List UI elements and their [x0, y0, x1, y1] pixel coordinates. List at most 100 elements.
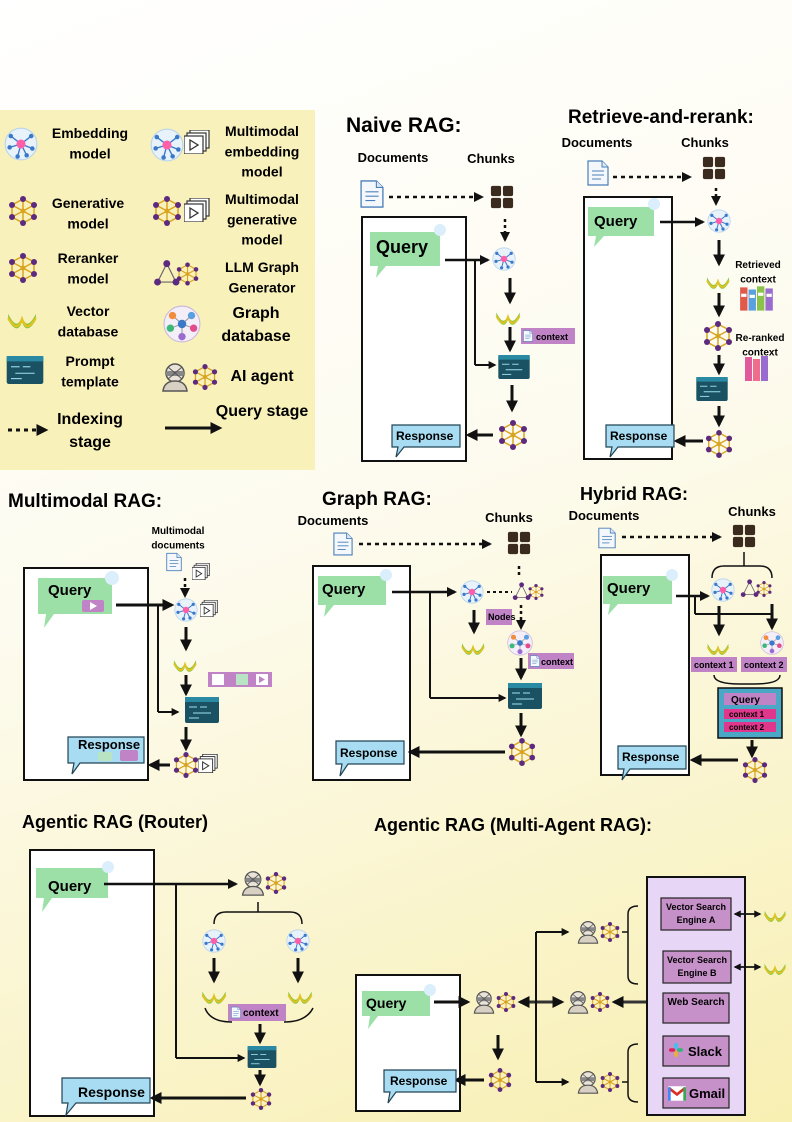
- legend-background: [0, 110, 315, 470]
- embedding-model-icon: [492, 247, 516, 271]
- hybrid-context2-label: context 2: [729, 723, 765, 732]
- label-line: model: [67, 270, 108, 286]
- label-line: context: [740, 275, 776, 286]
- hybrid-context1-label: context 1: [729, 710, 765, 719]
- agentic-multi-agent-section: Agentic RAG (Multi-Agent RAG): Query Res…: [355, 815, 787, 1116]
- documents-label: Documents: [562, 135, 633, 150]
- query-bubble: Query: [38, 571, 119, 628]
- document-icon: [166, 552, 182, 572]
- ai-agent-icon: [577, 920, 599, 944]
- hybrid-rag-section: Hybrid RAG: Documents Chunks Query conte…: [569, 484, 787, 783]
- context2-label: context 2: [744, 660, 784, 670]
- graph-rag-section: Graph RAG: Documents Chunks Query Nodes …: [298, 489, 574, 781]
- retrieved-docs-icon: [740, 286, 773, 311]
- label-line: Engine B: [677, 968, 717, 978]
- prompt-template-icon: [6, 356, 44, 384]
- context-label: context: [541, 657, 573, 667]
- prompt-template-icon: [696, 377, 728, 401]
- response-label: Response: [78, 737, 140, 752]
- chunks-icon: [732, 524, 756, 548]
- legend-agent-label: AI agent: [230, 368, 294, 385]
- rerank-rag-title: Retrieve-and-rerank:: [568, 107, 754, 128]
- gmail-box[interactable]: Gmail: [662, 1077, 730, 1109]
- context-label: context: [536, 332, 568, 342]
- generative-model-icon: [488, 1068, 512, 1092]
- tool-brace: [627, 1043, 639, 1103]
- gmail-icon: [668, 1086, 686, 1101]
- ai-agent-icon: [473, 990, 495, 1014]
- context-tag: context: [521, 328, 575, 344]
- response-label: Response: [390, 1074, 448, 1088]
- embedding-model-icon: [707, 209, 731, 233]
- context-label: context: [243, 1008, 279, 1019]
- documents-label: Documents: [358, 150, 429, 165]
- graph-rag-title: Graph RAG:: [322, 489, 432, 510]
- query-label: Query: [376, 237, 428, 257]
- document-icon: [530, 655, 540, 667]
- query-bubble: Query: [370, 224, 446, 278]
- ai-agent-icon: [241, 871, 265, 896]
- prompt-template-icon: [498, 355, 530, 379]
- slack-box[interactable]: Slack: [662, 1035, 730, 1067]
- agentic-multi-agent-title: Agentic RAG (Multi-Agent RAG):: [374, 815, 652, 835]
- document-icon: [587, 160, 609, 186]
- label-line: template: [61, 373, 119, 389]
- response-label: Response: [622, 750, 680, 764]
- indexing-branch: [711, 565, 773, 579]
- router-branch: [213, 911, 303, 925]
- chunks-icon: [490, 185, 514, 209]
- query-label: Query: [48, 878, 92, 895]
- chunks-label: Chunks: [681, 135, 729, 150]
- documents-label: Documents: [298, 513, 369, 528]
- document-icon: [333, 532, 353, 556]
- vector-database-icon: [287, 990, 313, 1004]
- web-search-box: Web Search: [662, 992, 730, 1024]
- graph-database-icon: [507, 630, 533, 656]
- generative-model-icon: [265, 872, 287, 894]
- query-label: Query: [594, 213, 638, 230]
- context-merge-brace: [713, 674, 781, 685]
- ai-agent-icon: [577, 1070, 599, 1094]
- hybrid-rag-title: Hybrid RAG:: [580, 484, 688, 504]
- query-label: Query: [322, 581, 366, 598]
- query-bubble: Query: [318, 569, 392, 617]
- response-bubble: Response: [67, 736, 145, 775]
- legend-query-stage-label: Query stage: [216, 403, 309, 420]
- label-line: database: [221, 328, 290, 345]
- multimodal-rag-title: Multimodal RAG:: [8, 491, 162, 512]
- context-merge-brace: [204, 1007, 233, 1023]
- slack-label: Slack: [688, 1044, 723, 1059]
- query-bubble: Query: [603, 569, 678, 615]
- generative-model-icon: [496, 992, 516, 1012]
- vector-database-icon: [706, 642, 730, 655]
- generative-model-icon: [590, 992, 610, 1012]
- context-tag: context: [528, 653, 574, 669]
- embedding-model-icon: [202, 929, 226, 953]
- query-bubble: Query: [588, 198, 660, 247]
- multimodal-icon: [184, 198, 210, 222]
- gmail-label: Gmail: [689, 1086, 725, 1101]
- documents-label: Documents: [569, 508, 640, 523]
- response-bubble: Response: [383, 1069, 457, 1104]
- generative-model-icon: [705, 430, 733, 458]
- context1-label: context 1: [694, 660, 734, 670]
- response-bubble: Response: [335, 740, 405, 777]
- llm-graph-generator-icon: [513, 582, 544, 600]
- mm-generative-icon: [173, 752, 199, 778]
- vector-database-icon: [763, 909, 787, 922]
- embedding-model-icon: [286, 929, 310, 953]
- generative-model-icon: [742, 757, 768, 783]
